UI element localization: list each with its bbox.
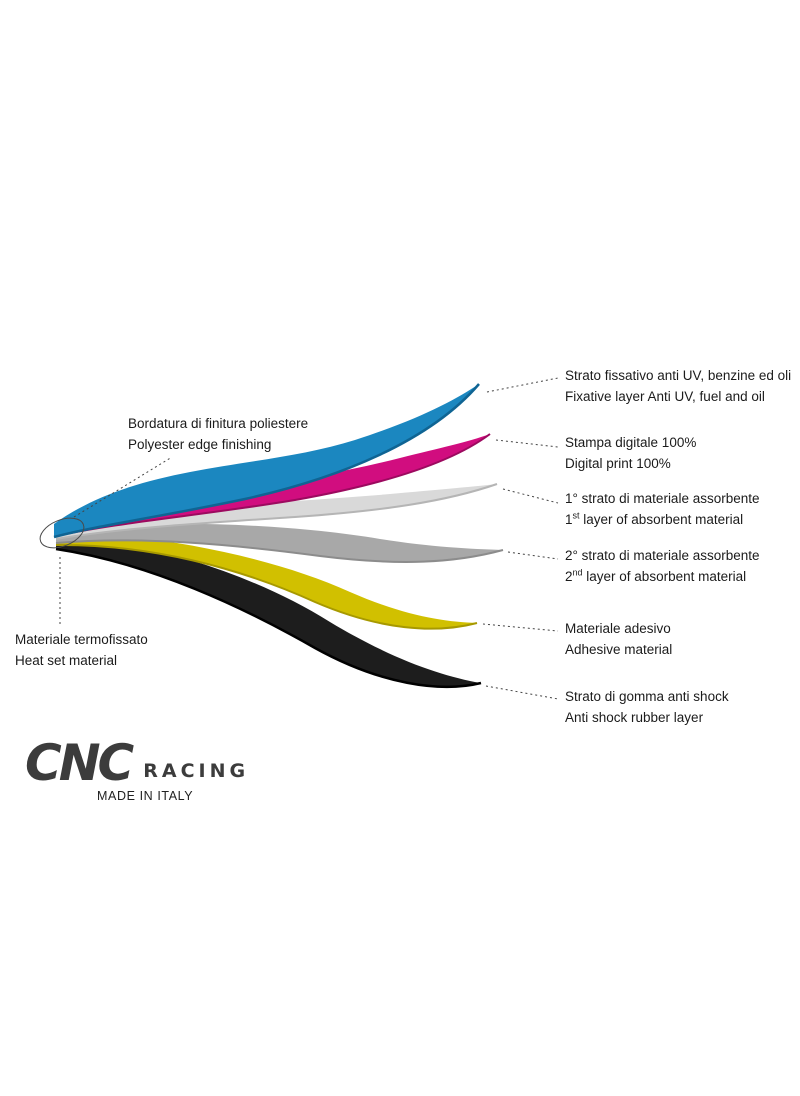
layer-label-digital-print: Stampa digitale 100% Digital print 100% — [565, 432, 696, 474]
label-it: 1° strato di materiale assorbente — [565, 491, 760, 506]
layer-edge-digital-print — [55, 433, 491, 537]
edge-highlight-ellipse — [39, 517, 85, 549]
label-it: Stampa digitale 100% — [565, 435, 697, 450]
label-heat-set: Materiale termofissato Heat set material — [15, 629, 148, 671]
cnc-racing-logo: CNC RACING MADE IN ITALY — [25, 734, 250, 803]
label-it: Materiale adesivo — [565, 621, 671, 636]
label-en: 1st layer of absorbent material — [565, 510, 744, 527]
label-it: Strato di gomma anti shock — [565, 689, 729, 704]
layer-shape-fixative — [54, 384, 479, 537]
layer-label-absorbent-2: 2° strato di materiale assorbente 2nd la… — [565, 545, 760, 587]
label-en: Polyester edge finishing — [128, 437, 272, 452]
layer-shape-adhesive — [56, 531, 477, 629]
layer-edge-rubber — [55, 547, 482, 688]
logo-racing-text: RACING — [143, 759, 250, 782]
leader-line-digital-print — [495, 439, 559, 448]
label-en: 2nd layer of absorbent material — [565, 567, 747, 584]
label-it: 2° strato di materiale assorbente — [565, 548, 760, 563]
layer-edge-absorbent-2 — [55, 539, 504, 563]
leader-line-adhesive — [482, 623, 559, 632]
layer-edge-absorbent-1 — [55, 483, 498, 540]
logo-brand-text: CNC — [25, 734, 134, 792]
layer-shape-rubber — [56, 533, 481, 687]
label-edge-finishing: Bordatura di finitura poliestere Polyest… — [128, 413, 308, 455]
layer-edge-fixative — [53, 383, 480, 539]
layer-shape-absorbent-2 — [56, 523, 503, 562]
leader-line-fixative — [486, 377, 559, 393]
label-en: Fixative layer Anti UV, fuel and oil — [565, 389, 765, 404]
label-en: Digital print 100% — [565, 456, 671, 471]
leader-line-rubber — [485, 685, 559, 700]
leader-line-edge-finishing — [73, 456, 173, 518]
layer-label-absorbent-1: 1° strato di materiale assorbente 1st la… — [565, 488, 760, 530]
label-it: Strato fissativo anti UV, benzine ed oli — [565, 368, 792, 383]
layer-label-rubber: Strato di gomma anti shock Anti shock ru… — [565, 686, 729, 728]
label-it: Bordatura di finitura poliestere — [128, 416, 309, 431]
label-en: Adhesive material — [565, 642, 673, 657]
layer-label-adhesive: Materiale adesivo Adhesive material — [565, 618, 672, 660]
leader-line-absorbent-2 — [507, 551, 559, 560]
label-en: Heat set material — [15, 653, 118, 668]
label-en: Anti shock rubber layer — [565, 710, 704, 725]
leader-line-absorbent-1 — [502, 488, 559, 504]
layer-edge-adhesive — [55, 543, 478, 630]
label-it: Materiale termofissato — [15, 632, 148, 647]
layer-label-fixative: Strato fissativo anti UV, benzine ed oli… — [565, 365, 791, 407]
logo-made-in-italy: MADE IN ITALY — [97, 788, 194, 803]
